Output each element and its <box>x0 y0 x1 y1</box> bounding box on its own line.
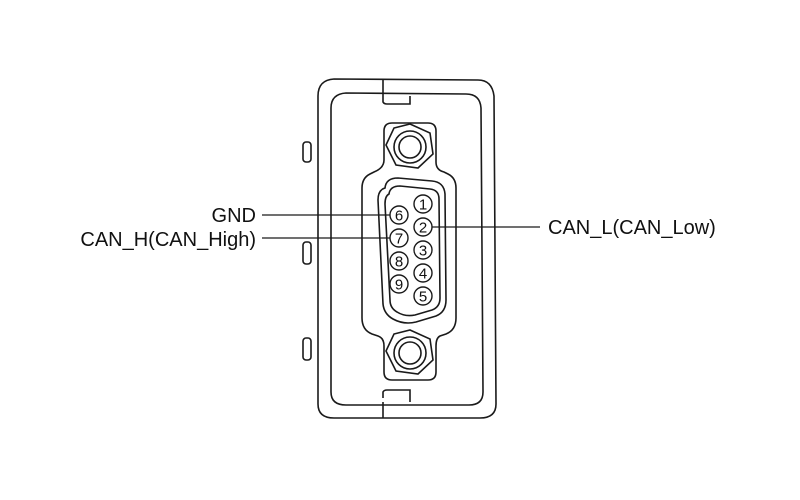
housing-parting-line-top <box>382 96 411 105</box>
pin-9-circle <box>389 274 409 294</box>
pin-3-circle <box>413 240 433 260</box>
side-clip-top <box>302 141 312 163</box>
pin-1-circle <box>413 194 433 214</box>
top-screw-icon <box>393 130 427 164</box>
pin-7-label: 7 <box>395 231 403 248</box>
housing-outline <box>317 78 497 419</box>
pin-8-circle <box>389 251 409 271</box>
top-standoff-hex <box>385 123 434 169</box>
dsub-shell-inner <box>384 185 441 317</box>
can-h-label: CAN_H(CAN_High) <box>80 229 256 251</box>
pin-3-label: 3 <box>419 243 427 260</box>
can-l-label: CAN_L(CAN_Low) <box>548 217 716 239</box>
bottom-screw-head <box>398 341 422 365</box>
top-screw-head <box>398 135 422 159</box>
pin-2-label: 2 <box>419 220 427 237</box>
side-clip-bottom <box>302 337 312 361</box>
pin-4-circle <box>413 263 433 283</box>
housing-parting-line-bottom <box>382 389 411 402</box>
bottom-screw-icon <box>393 336 427 370</box>
pin-4-label: 4 <box>419 266 427 283</box>
dsub-flange <box>361 122 457 381</box>
bottom-standoff-hex <box>385 329 434 375</box>
pin-5-circle <box>413 286 433 306</box>
pin-1-label: 1 <box>419 197 427 214</box>
pin-6-label: 6 <box>395 208 403 225</box>
side-clip-middle <box>302 241 312 265</box>
pin-9-label: 9 <box>395 277 403 294</box>
dsub-shell-outer <box>377 177 447 324</box>
pin-8-label: 8 <box>395 254 403 271</box>
housing-inner-outline <box>330 92 484 406</box>
gnd-label: GND <box>212 205 256 227</box>
pin-5-label: 5 <box>419 289 427 306</box>
